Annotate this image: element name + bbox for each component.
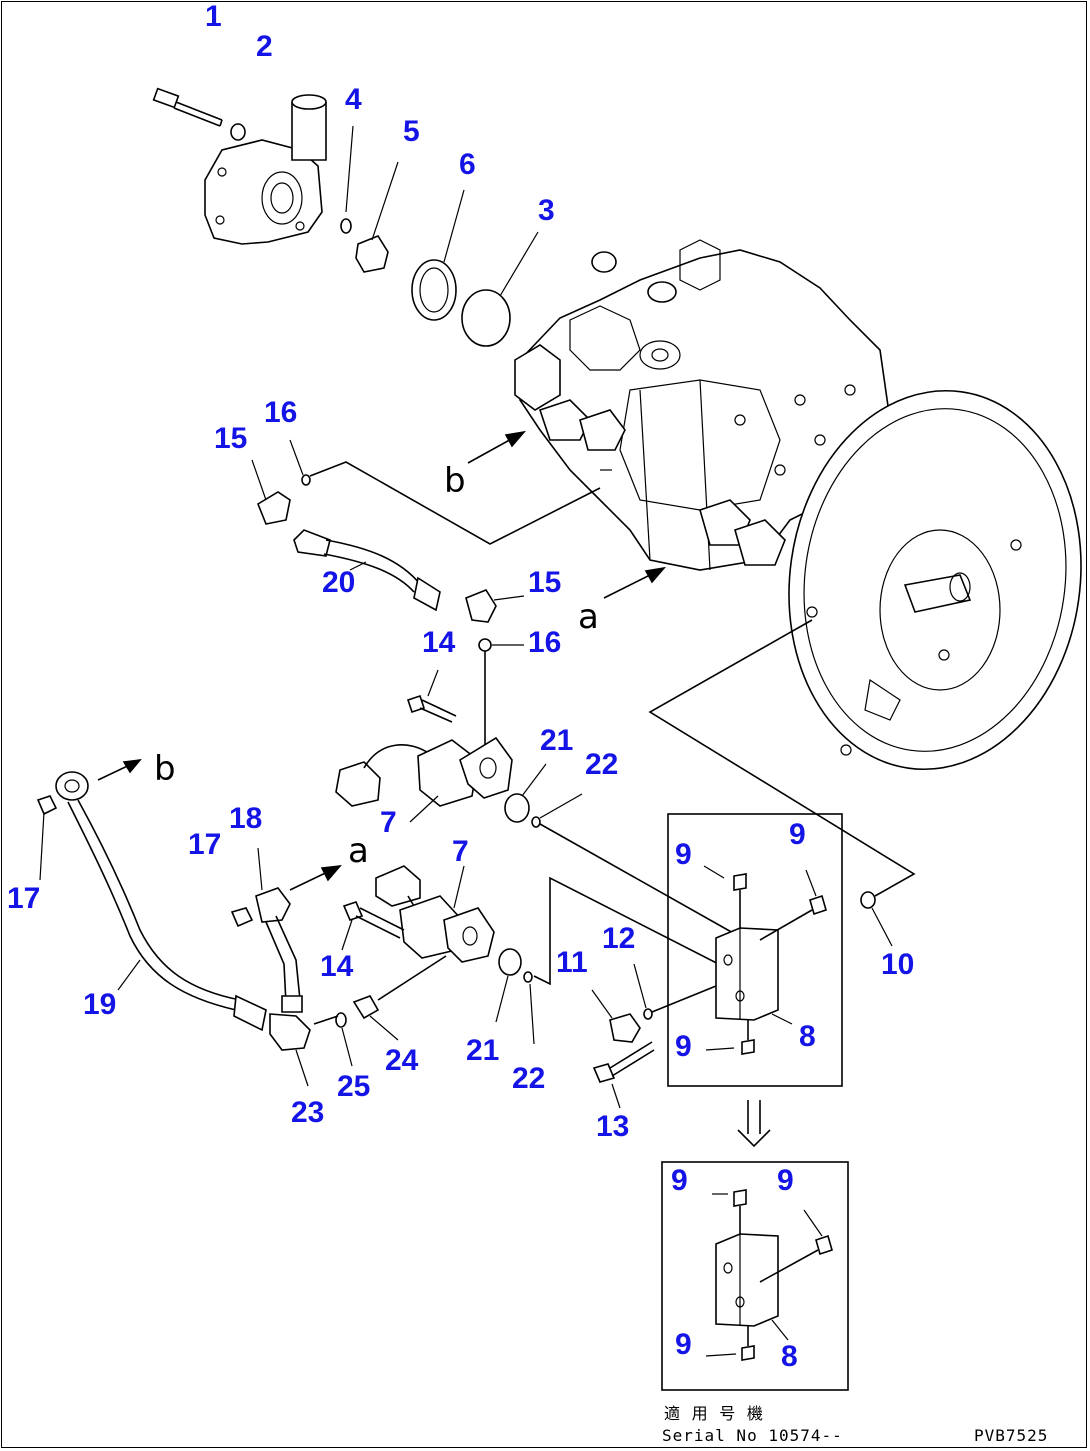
- drawing-code: PVB7525: [974, 1426, 1049, 1445]
- callout-11: 11: [556, 946, 588, 979]
- callout-18: 18: [229, 802, 263, 835]
- callout-25: 25: [337, 1070, 371, 1103]
- callout-1: 1: [205, 0, 222, 33]
- elbow-part-18: [255, 847, 303, 1013]
- callout-2: 2: [256, 30, 273, 63]
- plug-part-4: [340, 125, 354, 234]
- detail-frame-lower: [661, 1161, 849, 1391]
- callout-15-lower: 15: [528, 566, 562, 599]
- nut-part-17-left: [36, 795, 58, 881]
- oring-part-21-upper: [504, 763, 547, 823]
- callout-24: 24: [385, 1044, 419, 1077]
- callout-14-lower: 14: [320, 950, 354, 983]
- elbow-part-23: [269, 1013, 311, 1087]
- callout-16-upper: 16: [264, 396, 298, 429]
- callout-8-lower: 8: [781, 1340, 798, 1373]
- oring-part-3: [461, 231, 539, 347]
- coupling-part-5: [355, 161, 399, 273]
- nut-part-17-mid: [230, 907, 254, 928]
- main-pump: [514, 239, 891, 571]
- callout-16-lower: 16: [528, 626, 562, 659]
- bolt-part-1: [152, 87, 223, 127]
- callout-9-upper-right: 9: [789, 818, 806, 851]
- washer-part-2: [230, 123, 246, 141]
- callout-23: 23: [291, 1096, 325, 1129]
- hose-part-19: [55, 771, 267, 1032]
- callout-19: 19: [83, 988, 117, 1021]
- arrow-b-pump: [467, 430, 527, 464]
- block-part-8-lower: [715, 1233, 789, 1341]
- solenoid-valve-upper: [335, 736, 513, 823]
- oring-part-25: [335, 1012, 353, 1067]
- callout-9-upper-bottom: 9: [675, 1030, 692, 1063]
- hose-part-20: [293, 529, 441, 612]
- callout-12: 12: [602, 922, 636, 955]
- callout-5: 5: [403, 115, 420, 148]
- callout-7-lower: 7: [452, 835, 469, 868]
- plug-part-9-upper-top: [703, 865, 747, 928]
- view-letter-a-hose: a: [348, 831, 369, 871]
- callout-22-upper: 22: [585, 748, 619, 781]
- callout-21-upper: 21: [540, 724, 574, 757]
- plug-part-9-upper-right: [759, 869, 827, 941]
- callout-8-upper: 8: [799, 1020, 816, 1053]
- plug-part-9-lower-bottom: [705, 1326, 755, 1361]
- oring-part-21-lower: [495, 948, 522, 1023]
- plug-part-9-lower-right: [759, 1209, 833, 1283]
- callout-9-lower-top: 9: [671, 1164, 688, 1197]
- flywheel-housing: [788, 389, 1082, 771]
- elbow-part-15-upper: [251, 459, 291, 525]
- fitting-part-11: [591, 989, 641, 1043]
- bolt-part-13: [592, 1041, 655, 1109]
- pump-cover: [204, 94, 327, 245]
- arrow-b-hose: [97, 758, 142, 781]
- view-letter-b-pump: b: [444, 461, 466, 501]
- callout-9-upper-top: 9: [675, 838, 692, 871]
- view-letter-a-pump: a: [578, 597, 599, 637]
- callout-7-upper: 7: [380, 806, 397, 839]
- oring-part-22-lower: [523, 876, 743, 1045]
- plug-part-9-lower-top: [712, 1189, 747, 1234]
- block-part-8-upper: [715, 927, 793, 1025]
- callout-17-left: 17: [7, 882, 41, 915]
- callout-10: 10: [881, 948, 915, 981]
- bolt-part-14-upper: [406, 669, 457, 723]
- callout-14-upper: 14: [422, 626, 456, 659]
- ring-part-6: [411, 189, 465, 321]
- adapter-part-24: [313, 955, 447, 1041]
- callout-13: 13: [596, 1110, 630, 1143]
- oring-part-10: [648, 619, 916, 947]
- callout-21-lower: 21: [466, 1034, 500, 1067]
- callout-6: 6: [459, 148, 476, 181]
- callout-4: 4: [345, 83, 362, 116]
- view-letter-b-hose: b: [154, 749, 176, 789]
- callout-3: 3: [538, 194, 555, 227]
- transition-arrow: [737, 1100, 771, 1148]
- elbow-part-15-lower: [465, 589, 525, 623]
- arrow-a-hose: [289, 864, 342, 891]
- callout-17-mid: 17: [188, 828, 222, 861]
- callout-9-lower-bottom: 9: [675, 1328, 692, 1361]
- callout-22-lower: 22: [512, 1062, 546, 1095]
- oring-part-16-lower: [478, 638, 524, 760]
- arrow-a-pump: [603, 566, 667, 599]
- oring-part-22-upper: [531, 793, 743, 939]
- bolt-part-14-lower: [341, 901, 405, 951]
- callout-20: 20: [322, 566, 356, 599]
- oring-part-16-upper: [289, 439, 601, 545]
- oring-part-12: [633, 963, 717, 1020]
- callout-9-lower-right: 9: [777, 1164, 794, 1197]
- plug-part-9-upper-bottom: [705, 1020, 755, 1055]
- detail-frame-upper: [667, 813, 843, 1087]
- applicability-note: 適 用 号 機: [664, 1404, 764, 1423]
- solenoid-valve-lower: [375, 865, 495, 963]
- callout-15-upper: 15: [214, 422, 248, 455]
- serial-number-note: Serial No 10574--: [662, 1426, 843, 1445]
